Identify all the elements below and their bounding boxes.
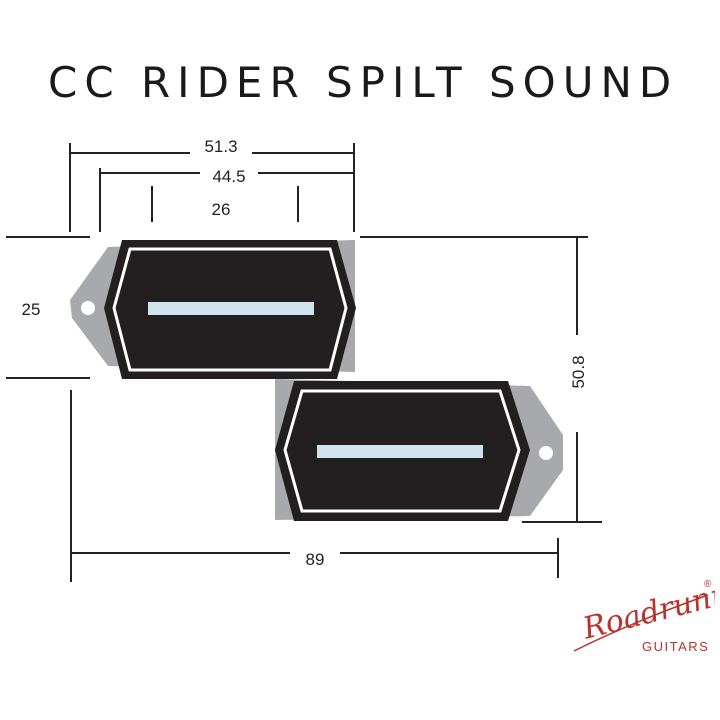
logo-subtitle: GUITARS xyxy=(642,639,709,654)
logo-wordmark: Roadrunner xyxy=(579,575,715,647)
diagram-title: CC RIDER SPILT SOUND xyxy=(48,58,679,107)
dim-label-89: 89 xyxy=(306,550,325,569)
lower-pickup xyxy=(275,379,563,521)
upper-pickup xyxy=(70,240,356,379)
dim-label-51-3: 51.3 xyxy=(204,137,237,156)
lower-mounting-hole xyxy=(539,446,553,460)
dim-label-50-8: 50.8 xyxy=(569,355,588,388)
logo-registered-mark: ® xyxy=(704,579,712,590)
lower-pole-blade xyxy=(317,445,483,458)
upper-mounting-hole xyxy=(81,301,95,315)
dimension-lines xyxy=(6,143,602,582)
roadrunner-guitars-logo: Roadrunner ® GUITARS xyxy=(573,575,715,654)
logo-swoosh xyxy=(573,594,709,652)
dim-label-25: 25 xyxy=(22,300,41,319)
lower-pickup-outline xyxy=(283,389,521,513)
upper-pole-blade xyxy=(148,302,314,315)
dim-label-44-5: 44.5 xyxy=(212,167,245,186)
dim-label-26: 26 xyxy=(212,200,231,219)
upper-pickup-outline xyxy=(112,247,348,372)
